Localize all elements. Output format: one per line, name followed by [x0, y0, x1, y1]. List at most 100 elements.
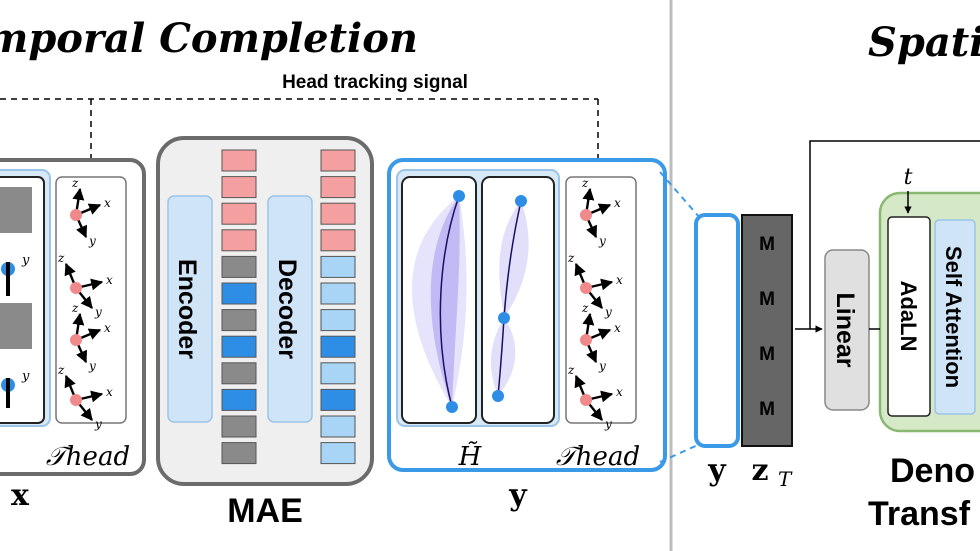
token	[221, 149, 257, 172]
spatial-title: Spatia	[868, 19, 980, 66]
zoom-line-bottom	[659, 443, 701, 463]
pose-axis-letter: x	[614, 321, 621, 335]
feedback-line	[809, 140, 980, 329]
h-tilde-label: H̃	[458, 441, 483, 472]
trajectory-panel-1	[401, 176, 477, 424]
token	[320, 388, 356, 411]
token	[221, 442, 257, 465]
pose-axis-letter: z	[71, 301, 79, 315]
y-label-right: y	[707, 453, 727, 488]
pose-axis-letter: x	[106, 385, 113, 399]
pose-axis-letter: z	[567, 363, 575, 377]
head-pose-glyph: zxy	[57, 251, 113, 319]
linear-label: Linear	[831, 292, 859, 367]
head-position-dot	[580, 282, 592, 294]
token	[221, 335, 257, 358]
token	[221, 176, 257, 199]
decoder-label: Decoder	[273, 259, 301, 359]
pose-axis-letter: y	[604, 417, 612, 431]
t-label: t	[904, 165, 913, 190]
head-position-dot	[580, 209, 592, 221]
head-pose-glyph: z x y	[70, 176, 111, 248]
adaln-box	[887, 216, 931, 417]
head-pose-glyph: zxy	[580, 176, 621, 248]
t-head-panel-output	[565, 176, 637, 424]
token	[221, 309, 257, 332]
token	[320, 282, 356, 305]
mae-label: MAE	[227, 492, 303, 530]
temporal-completion-title: mporal Completion	[0, 15, 418, 62]
mask-token: M	[759, 289, 775, 310]
pose-axis-letter: z	[581, 176, 589, 190]
decoder-box	[267, 195, 313, 423]
token	[221, 282, 257, 305]
denoiser-label-line2: Transf	[868, 495, 971, 533]
head-position-dot	[580, 334, 592, 346]
pose-axis-letter: z	[57, 363, 65, 377]
output-block: H̃ 𝒯head	[387, 158, 667, 472]
pose-axis-letter: x	[614, 196, 621, 210]
z-label: z	[751, 453, 768, 488]
encoder-box	[167, 195, 213, 423]
token	[320, 255, 356, 278]
pose-axis-letter: z	[581, 301, 589, 315]
pose-axis-letter: y	[598, 359, 606, 373]
token	[221, 415, 257, 438]
trajectory-distribution-1	[411, 190, 467, 413]
head-tracking-signal-label: Head tracking signal	[282, 72, 468, 93]
linear-box	[824, 249, 870, 411]
pose-axis-letter: y	[604, 305, 612, 319]
z-subscript: T	[778, 467, 793, 491]
head-position-dot	[580, 394, 592, 406]
head-pose-glyph: z x y	[57, 363, 113, 431]
token	[221, 202, 257, 225]
t-head-panel-input	[55, 176, 127, 424]
token	[221, 362, 257, 385]
pose-axis-letter: x	[104, 196, 111, 210]
token	[320, 335, 356, 358]
axis-y: y	[21, 369, 30, 384]
t-head-label-input: 𝒯head	[46, 442, 130, 472]
pose-axis-letter: x	[104, 321, 111, 335]
trajectory-distribution-2	[490, 195, 529, 402]
encoder-label: Encoder	[173, 259, 201, 359]
pose-axis-letter: x	[616, 385, 623, 399]
adaln-label: AdaLN	[896, 281, 921, 352]
mae-block: Encoder Decoder	[156, 136, 374, 486]
head-position-dot	[70, 209, 82, 221]
head-position-dot	[70, 394, 82, 406]
encoder-token-column	[221, 149, 257, 465]
pose-axis-letter: y	[88, 234, 96, 248]
pose-axis-letter: y	[88, 359, 96, 373]
head-pose-glyph: z x y	[567, 363, 623, 431]
mask-token: M	[759, 399, 775, 420]
pose-axis-letter: z	[71, 176, 79, 190]
token	[320, 309, 356, 332]
token	[221, 388, 257, 411]
y-token-box	[694, 213, 740, 448]
token	[221, 229, 257, 252]
trajectory-panel-2	[481, 176, 555, 424]
mask-token: M	[759, 234, 775, 255]
self-attention-label: Self Attention	[941, 246, 966, 388]
pose-axis-letter: y	[94, 417, 102, 431]
token	[320, 415, 356, 438]
token	[320, 202, 356, 225]
head-position-dot	[70, 334, 82, 346]
z-token-box	[741, 214, 793, 447]
head-pose-glyph: z x y	[70, 301, 111, 373]
y-label-left: y	[508, 478, 528, 513]
x-label: x	[11, 478, 30, 513]
pose-axis-letter: z	[567, 251, 575, 265]
token	[320, 229, 356, 252]
token	[320, 362, 356, 385]
token	[221, 255, 257, 278]
pose-axis-letter: z	[57, 251, 65, 265]
token	[320, 442, 356, 465]
token	[320, 149, 356, 172]
